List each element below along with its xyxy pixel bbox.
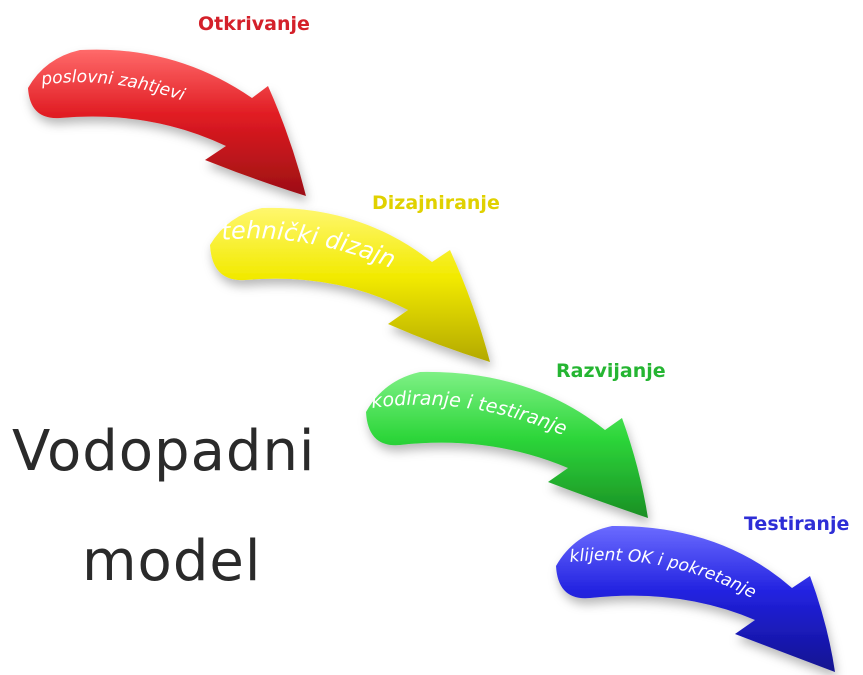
phase-arrow	[28, 49, 306, 196]
diagram-title-line2: model	[82, 529, 261, 594]
phase-title: Razvijanje	[556, 360, 666, 382]
phase-title: Testiranje	[744, 513, 849, 535]
phase-2: tehnički dizajn Dizajniranje	[210, 192, 500, 362]
phase-1: poslovni zahtjevi Otkrivanje	[28, 13, 310, 196]
diagram-title-line1: Vodopadni	[12, 419, 316, 484]
phase-3: kodiranje i testiranje Razvijanje	[366, 360, 666, 518]
phase-title: Dizajniranje	[372, 192, 500, 214]
phase-title: Otkrivanje	[198, 13, 310, 35]
phase-4: klijent OK i pokretanje Testiranje	[556, 513, 849, 672]
phase-arrow	[556, 525, 835, 672]
phase-arrow	[210, 207, 490, 362]
phase-arrow	[366, 371, 648, 518]
